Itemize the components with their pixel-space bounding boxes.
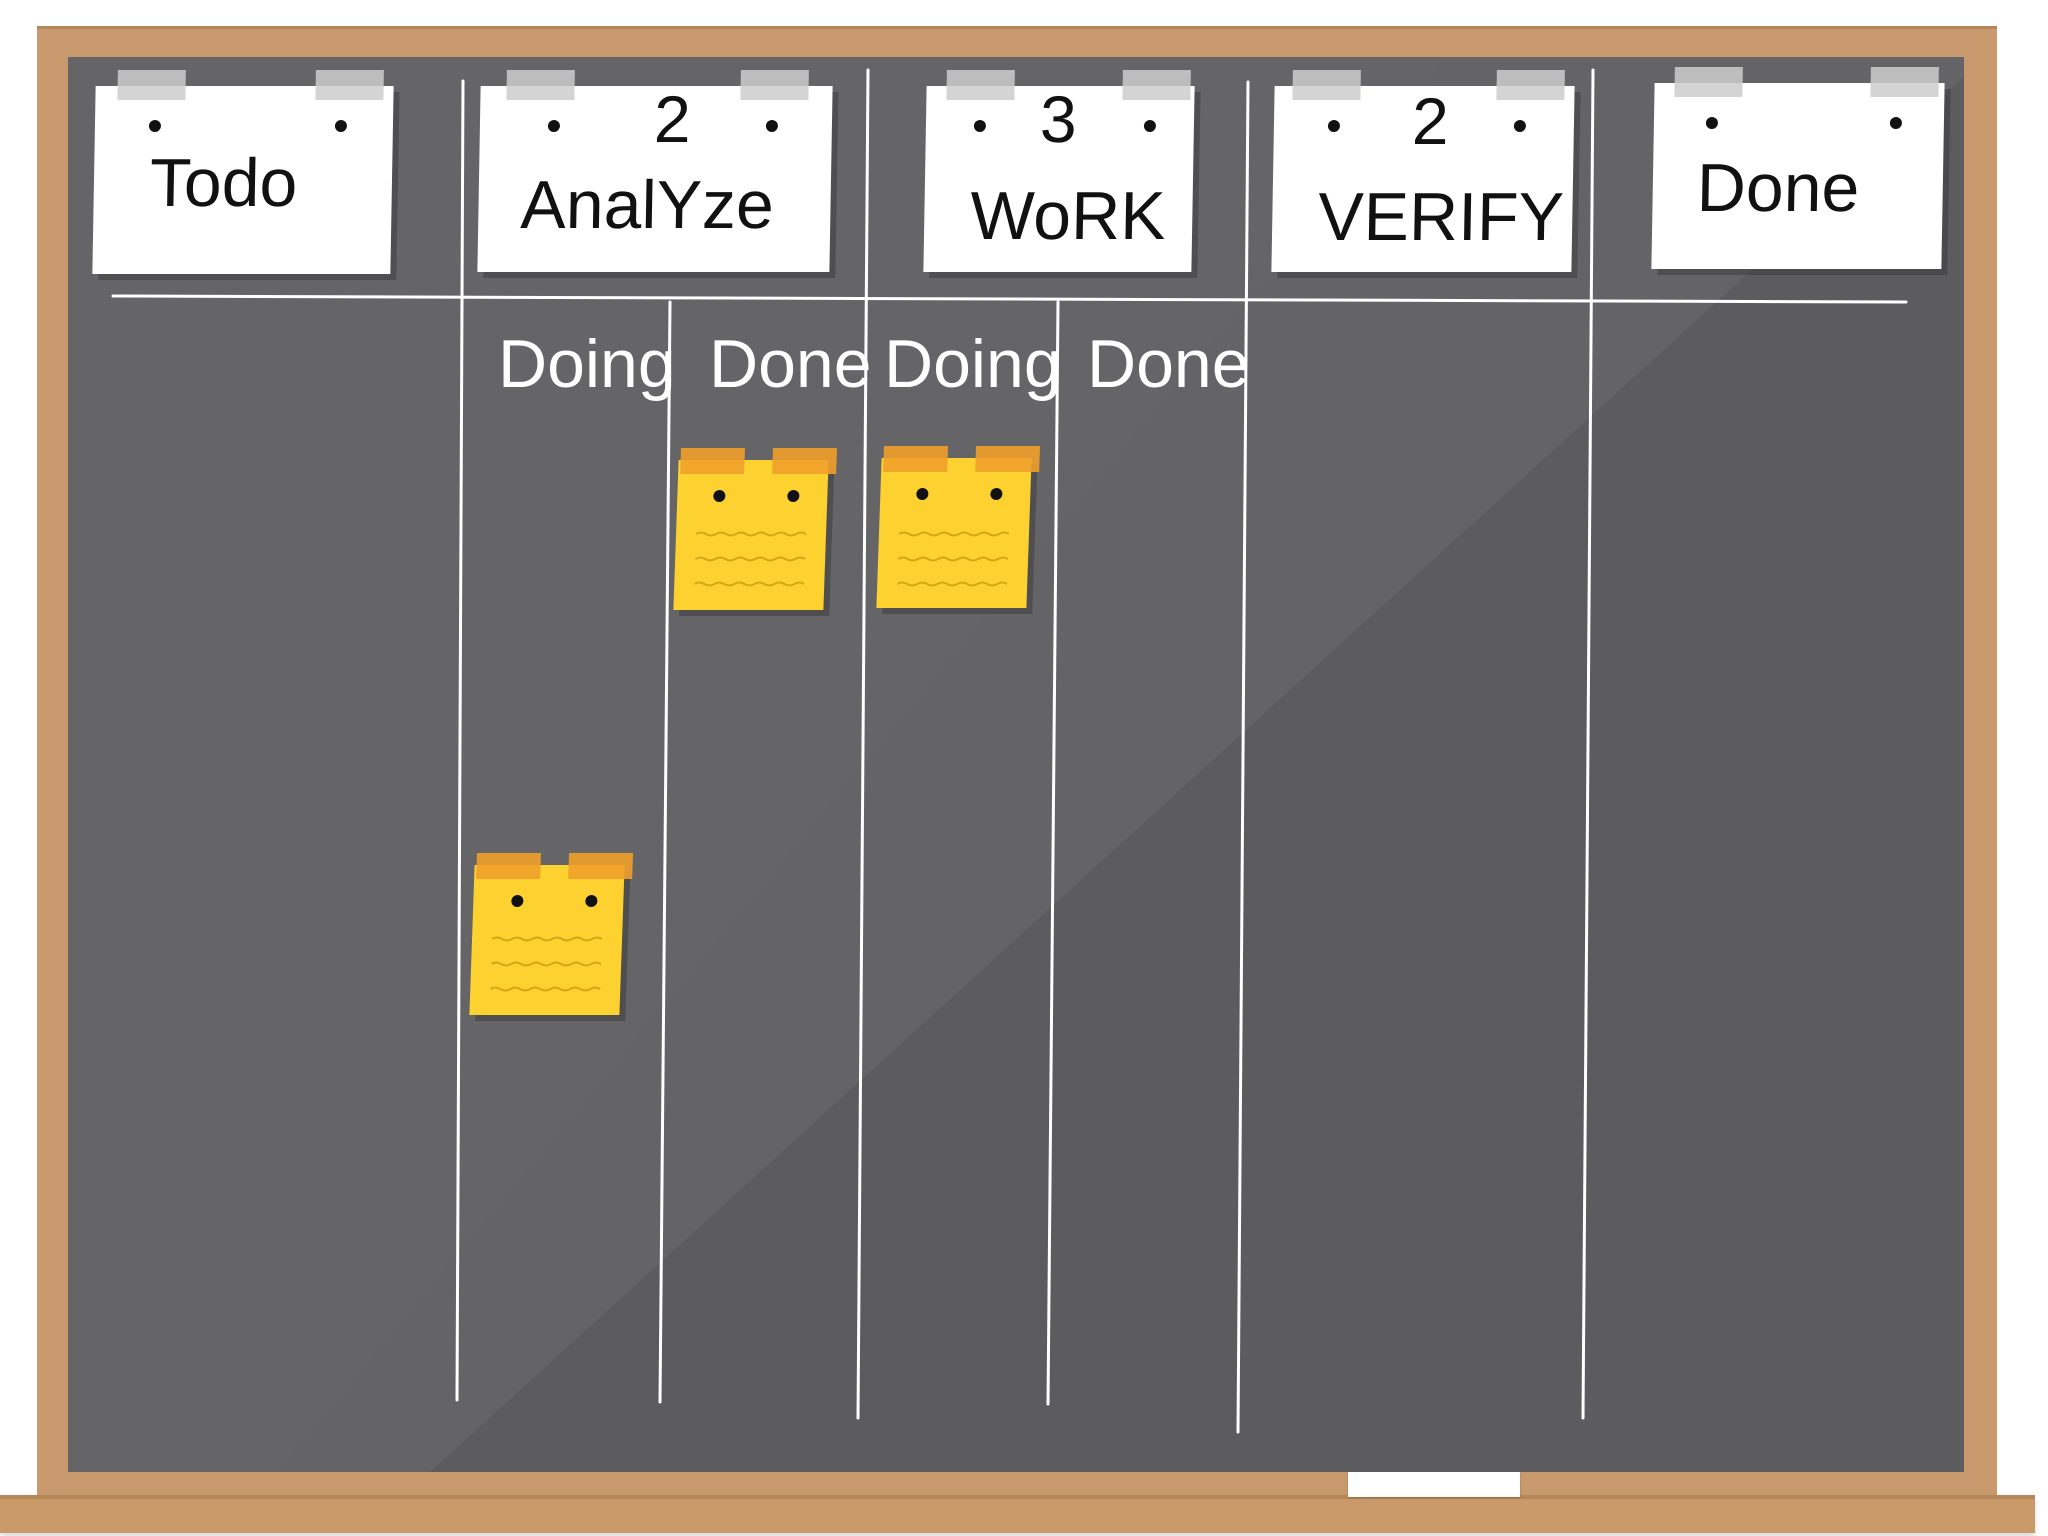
wip-limit: 2	[1411, 84, 1450, 158]
pin-icon	[916, 488, 929, 500]
tape-strip	[1870, 67, 1939, 97]
sticky-note[interactable]	[673, 448, 838, 610]
subcolumn-analyze-doing: Doing	[498, 326, 676, 402]
scribble-line	[695, 556, 806, 562]
scribble-line	[491, 936, 603, 942]
scribble-line	[695, 531, 807, 537]
column-title: Done	[1696, 150, 1861, 226]
tape-strip	[740, 70, 809, 100]
tape-strip	[1496, 70, 1565, 100]
tape-strip	[883, 446, 949, 472]
column-header-verify[interactable]: 2 VERIFY	[1271, 70, 1575, 272]
chalk-ledge	[0, 1495, 2035, 1533]
pin-icon	[148, 120, 162, 132]
pin-icon	[787, 490, 800, 502]
tape-strip	[772, 448, 838, 474]
divider-work-verify	[1236, 80, 1250, 1434]
sticky-note[interactable]	[469, 853, 634, 1015]
subcolumn-analyze-done: Done	[709, 326, 872, 402]
pin-icon	[973, 120, 987, 132]
pin-icon	[765, 120, 779, 132]
pin-icon	[1327, 120, 1341, 132]
tape-strip	[315, 70, 384, 100]
subcolumn-work-doing: Doing	[884, 326, 1062, 402]
pin-icon	[1889, 117, 1903, 129]
pin-icon	[334, 120, 348, 132]
pin-icon	[990, 488, 1003, 500]
column-header-work[interactable]: 3 WoRK	[923, 70, 1195, 272]
tape-strip	[1292, 70, 1361, 100]
scribble-line	[491, 961, 602, 967]
divider-todo-analyze	[455, 79, 465, 1402]
tape-strip	[946, 70, 1015, 100]
pin-icon	[511, 895, 524, 907]
column-header-analyze[interactable]: 2 AnalYze	[477, 70, 833, 272]
divider-analyze-subcolumns	[658, 300, 672, 1404]
subcolumn-work-done: Done	[1087, 326, 1250, 402]
column-title: AnalYze	[519, 167, 775, 243]
column-title: WoRK	[969, 178, 1167, 254]
scribble-line	[897, 581, 1008, 587]
pin-icon	[1513, 120, 1527, 132]
pin-icon	[1705, 117, 1719, 129]
chalkboard	[68, 57, 1964, 1472]
scribble-line	[898, 531, 1010, 537]
tape-strip	[1122, 70, 1191, 100]
sticky-note[interactable]	[876, 446, 1041, 608]
tape-strip	[680, 448, 746, 474]
chalk-stick	[1348, 1472, 1520, 1497]
scribble-line	[694, 581, 805, 587]
tape-strip	[506, 70, 575, 100]
column-title: VERIFY	[1317, 179, 1565, 255]
pin-icon	[547, 120, 561, 132]
tape-strip	[568, 853, 634, 879]
divider-analyze-work	[856, 68, 870, 1420]
pin-icon	[1143, 120, 1157, 132]
scribble-line	[490, 986, 601, 992]
scribble-line	[897, 556, 1009, 562]
wip-limit: 2	[653, 82, 692, 156]
divider-work-subcolumns	[1046, 300, 1060, 1406]
pin-icon	[713, 490, 726, 502]
column-title: Todo	[149, 145, 299, 221]
column-header-done[interactable]: Done	[1651, 67, 1945, 269]
divider-verify-done	[1581, 68, 1595, 1420]
wip-limit: 3	[1039, 82, 1078, 156]
tape-strip	[117, 70, 186, 100]
header-underline	[111, 294, 1908, 304]
tape-strip	[975, 446, 1041, 472]
tape-strip	[476, 853, 542, 879]
column-header-todo[interactable]: Todo	[92, 70, 394, 274]
glass-sheen	[68, 57, 1964, 1472]
pin-icon	[585, 895, 598, 907]
tape-strip	[1674, 67, 1743, 97]
